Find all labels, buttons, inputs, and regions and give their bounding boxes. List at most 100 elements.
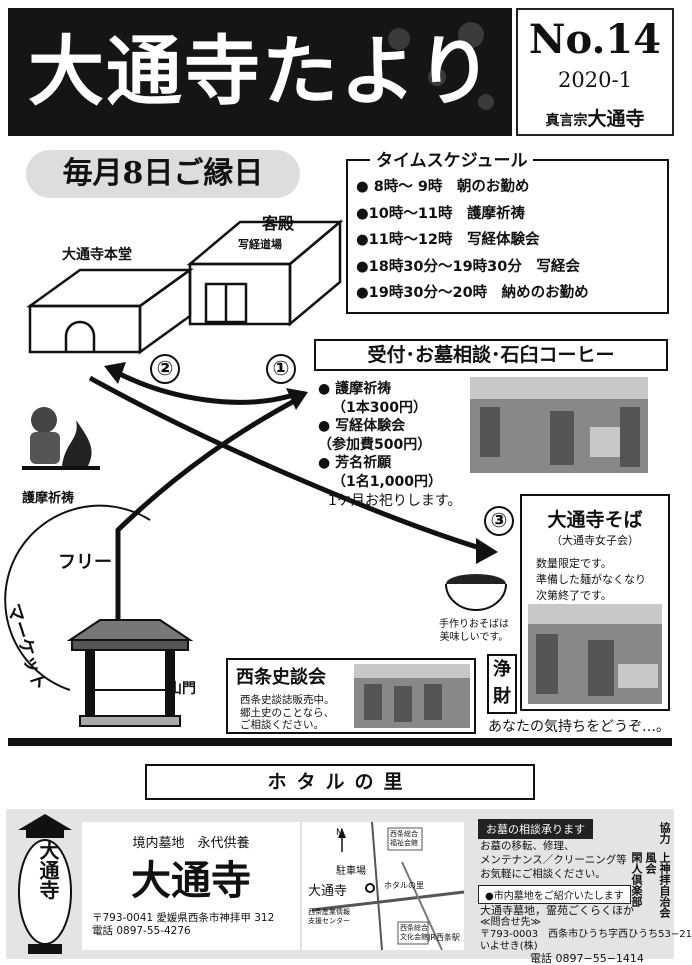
saijo-history-notes: 西条史談誌販売中。 郷土史のことなら、 ご相談ください。 — [240, 694, 335, 732]
soba-note-line: 次第終了です。 — [536, 589, 612, 602]
guest-hall-label: 客殿 — [262, 214, 295, 233]
saijo-photo — [354, 664, 470, 728]
contact-phone: 電話 0897−55−1414 — [530, 952, 644, 965]
issue-date: 2020-1 — [558, 68, 632, 92]
plum-blossom-decoration — [388, 28, 410, 50]
map-north: N — [336, 828, 343, 838]
temple-ad-box — [82, 822, 300, 950]
consult-line: お墓の移転、修理、 — [480, 840, 575, 852]
access-map: N 駐車場 大通寺 ホタルの里 JR西条駅 西条総合福祉会館 西条産業情報支援セ… — [302, 821, 465, 951]
plum-blossom-decoration — [428, 68, 446, 86]
free-market-area — [13, 504, 151, 561]
reception-item: （1名1,000円） — [332, 473, 443, 490]
soba-title: 大通寺そば — [547, 509, 643, 531]
schedule-item: ●19時30分～20時 納めのお勤め — [356, 285, 589, 301]
sect-name: 真言宗 — [545, 113, 588, 129]
soba-photo — [528, 604, 662, 704]
reception-list: ● 護摩祈祷 （1本300円） ● 写経体験会 （参加費500円） ● 芳名祈願… — [318, 380, 462, 510]
schedule-item: ●10時～11時 護摩祈祷 — [356, 205, 526, 222]
free-market-line1: フリー — [58, 552, 112, 573]
contact-label: ≪問合せ先≫ — [480, 917, 541, 928]
temple-grounds-illustration — [4, 219, 672, 746]
road-edge — [8, 738, 672, 746]
goma-figure-icon — [22, 407, 100, 470]
soba-note-line: 数量限定です。 — [536, 557, 612, 570]
cooperation-org: 上神拝自治会 — [658, 852, 671, 918]
sutra-room-label: 写経道場 — [238, 238, 282, 251]
grave-consult-notes: お墓の移転、修理、 メンテナンス／クリーニング等 お気軽にご相談ください。 — [480, 839, 627, 881]
schedule-list: ● 8時～ 9時 朝のお勤め ●10時～11時 護摩祈祷 ●11時～12時 写経… — [356, 174, 589, 307]
marker-two: ② — [150, 354, 180, 384]
map-welfare: 西条総合福祉会館 — [390, 830, 418, 847]
reception-photo — [470, 377, 648, 473]
reception-item: 1ケ月お祀りします。 — [328, 492, 462, 509]
map-center: 西条産業情報支援センター — [308, 908, 350, 925]
soba-box — [520, 494, 670, 711]
map-parking: 駐車場 — [336, 866, 366, 877]
saijo-note-line: ご相談ください。 — [240, 719, 324, 731]
masthead — [8, 8, 512, 136]
reception-banner: 受付･お墓相談･石臼コーヒー — [314, 339, 668, 371]
marker-one: ① — [266, 354, 296, 384]
soba-handmade-note: 手作りおそばは 美味しいです。 — [434, 618, 514, 644]
lantern-text: 大通寺 — [36, 840, 60, 900]
issue-temple: 真言宗大通寺 — [518, 104, 672, 131]
temple-address: 〒793-0041 愛媛県西条市神拝甲 312 電話 0897-55-4276 — [92, 912, 274, 938]
consult-line: お気軽にご相談ください。 — [480, 868, 606, 880]
reception-item: ● 芳名祈願 — [318, 455, 392, 472]
reception-item: （1本300円） — [332, 399, 427, 416]
monthly-event-banner: 毎月8日ご縁日 — [26, 150, 300, 198]
footer-contact: 大通寺墓地，霊苑ごくらくほか ≪問合せ先≫ 〒793-0003 西条市ひうち字西… — [480, 905, 692, 965]
main-hall-building — [26, 267, 194, 355]
temple-address-line: 〒793-0041 愛媛県西条市神拝甲 312 — [92, 912, 275, 924]
sanmon-label: 山門 — [168, 681, 196, 697]
schedule-item: ●11時～12時 写経体験会 — [356, 232, 540, 248]
schedule-title: タイムスケジュール — [370, 146, 534, 171]
guest-hall-building — [186, 219, 344, 327]
soba-subtitle: （大通寺女子会） — [551, 534, 639, 547]
map-culture: 西条総合文化会館 — [400, 924, 428, 941]
consult-line: メンテナンス／クリーニング等 — [480, 854, 627, 866]
grave-consult-badge: お墓の相談承ります — [478, 819, 593, 839]
schedule-item: ●18時30分～19時30分 写経会 — [356, 258, 580, 275]
cemetery-intro-badge: ●市内墓地をご紹介いたします — [478, 885, 631, 904]
marker-three: ③ — [484, 506, 514, 536]
contact-address: 〒793-0003 西条市ひうち字西ひうち53−21 — [480, 929, 692, 940]
soba-handmade-line: 手作りおそばは — [439, 619, 509, 630]
donation-char: 財 — [493, 686, 511, 707]
temple-ad-name: 大通寺 — [131, 857, 251, 904]
soba-bowl-icon — [445, 574, 507, 611]
cooperation-org: 風会 — [644, 852, 657, 874]
route-arrows — [88, 369, 481, 640]
arrow-heads — [104, 362, 498, 564]
temple-phone: 電話 0897-55-4276 — [92, 925, 191, 937]
reception-item: （参加費500円） — [318, 436, 432, 453]
cooperation-org: 閑人倶楽部 — [630, 852, 643, 907]
saijo-history-title: 西条史談会 — [236, 667, 326, 688]
soba-handmade-line: 美味しいです。 — [439, 632, 509, 643]
cooperation-label: 協力 — [658, 822, 671, 844]
plum-blossom-decoration — [478, 94, 494, 110]
map-station: JR西条駅 — [428, 933, 460, 942]
saijo-note-line: 郷土史のことなら、 — [240, 706, 335, 719]
donation-message: あなたの気持ちをどうぞ…。 — [488, 719, 670, 735]
map-temple: 大通寺 — [308, 884, 348, 899]
hotaru-no-sato-label: ホタルの里 — [145, 764, 535, 800]
main-hall-label: 大通寺本堂 — [62, 247, 132, 263]
temple-name: 大通寺 — [587, 108, 645, 130]
goma-label: 護摩祈祷 — [22, 491, 75, 506]
schedule-item: ● 8時～ 9時 朝のお勤め — [356, 179, 530, 195]
issue-number: No.14 — [528, 16, 662, 63]
cemetery-names: 大通寺墓地，霊苑ごくらくほか — [480, 904, 634, 917]
soba-notes: 数量限定です。 準備した麺がなくなり 次第終了です。 — [536, 556, 646, 604]
donation-box-label: 浄 財 — [487, 654, 517, 714]
sanmon-gate — [66, 619, 194, 727]
reception-item: ● 護摩祈祷 — [318, 381, 392, 397]
donation-char: 浄 — [493, 659, 511, 680]
saijo-history-box — [226, 658, 476, 734]
temple-ad-headline: 境内墓地 永代供養 — [132, 836, 250, 851]
plum-blossom-decoration — [458, 22, 484, 48]
lantern-icon — [18, 814, 72, 954]
newsletter-title: 大通寺たより — [28, 27, 495, 116]
reception-item: ● 写経体験会 — [318, 418, 406, 435]
